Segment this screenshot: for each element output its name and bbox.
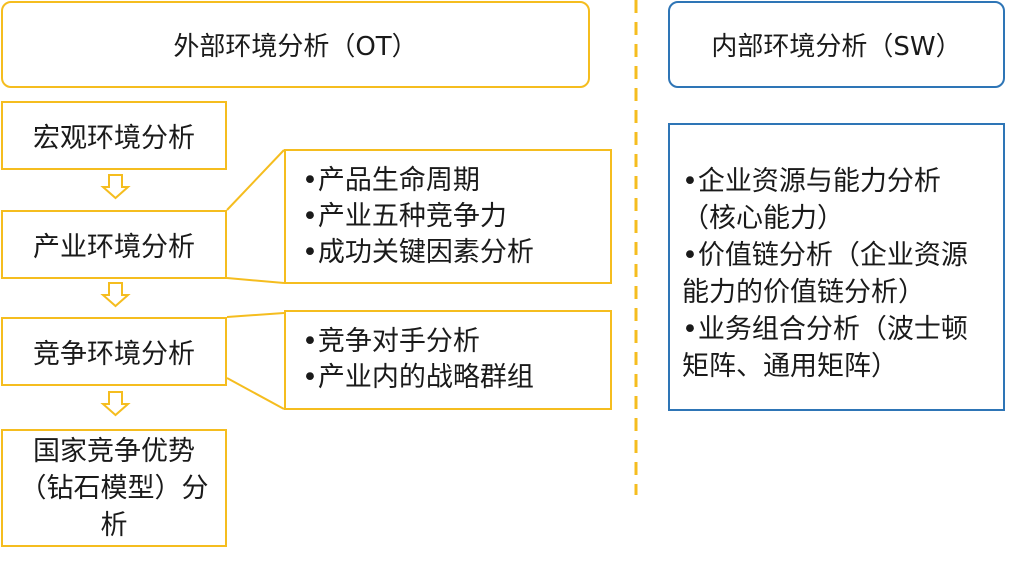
stage-label: 产业环境分析 [33, 232, 195, 263]
internal-analysis-title: 内部环境分析（SW） [711, 32, 962, 62]
detail-item: •业务组合分析（波士顿矩阵、通用矩阵） [682, 314, 968, 382]
connector-competition-bottom [226, 377, 285, 410]
detail-item: •竞争对手分析 [302, 326, 480, 357]
internal-analysis-header: 内部环境分析（SW） [668, 1, 1005, 88]
competition-details-box: •竞争对手分析 •产业内的战略群组 [284, 310, 612, 410]
stage-macro: 宏观环境分析 [1, 101, 227, 170]
detail-item: •价值链分析（企业资源能力的价值链分析） [682, 240, 968, 308]
stage-label: 竞争环境分析 [33, 339, 195, 370]
internal-details-box: •企业资源与能力分析（核心能力） •价值链分析（企业资源能力的价值链分析） •业… [668, 123, 1005, 411]
industry-details-box: •产品生命周期 •产业五种竞争力 •成功关键因素分析 [284, 149, 612, 284]
stage-industry: 产业环境分析 [1, 210, 227, 279]
detail-item: •产业内的战略群组 [302, 362, 534, 393]
detail-item: •产品生命周期 [302, 164, 480, 196]
down-arrow-icon [100, 174, 131, 200]
detail-item: •成功关键因素分析 [302, 236, 534, 268]
connector-industry-top [226, 149, 285, 211]
external-analysis-header: 外部环境分析（OT） [1, 1, 590, 88]
stage-competition: 竞争环境分析 [1, 317, 227, 386]
stage-label: 国家竞争优势（钻石模型）分析 [19, 435, 209, 541]
stage-national-advantage: 国家竞争优势（钻石模型）分析 [1, 429, 227, 547]
detail-item: •企业资源与能力分析（核心能力） [682, 166, 941, 234]
external-analysis-title: 外部环境分析（OT） [173, 32, 418, 62]
stage-label: 宏观环境分析 [33, 123, 195, 154]
connector-industry-bottom [226, 277, 285, 284]
down-arrow-icon [100, 391, 131, 417]
detail-item: •产业五种竞争力 [302, 200, 507, 232]
connector-competition-top [226, 312, 285, 318]
down-arrow-icon [100, 282, 131, 308]
